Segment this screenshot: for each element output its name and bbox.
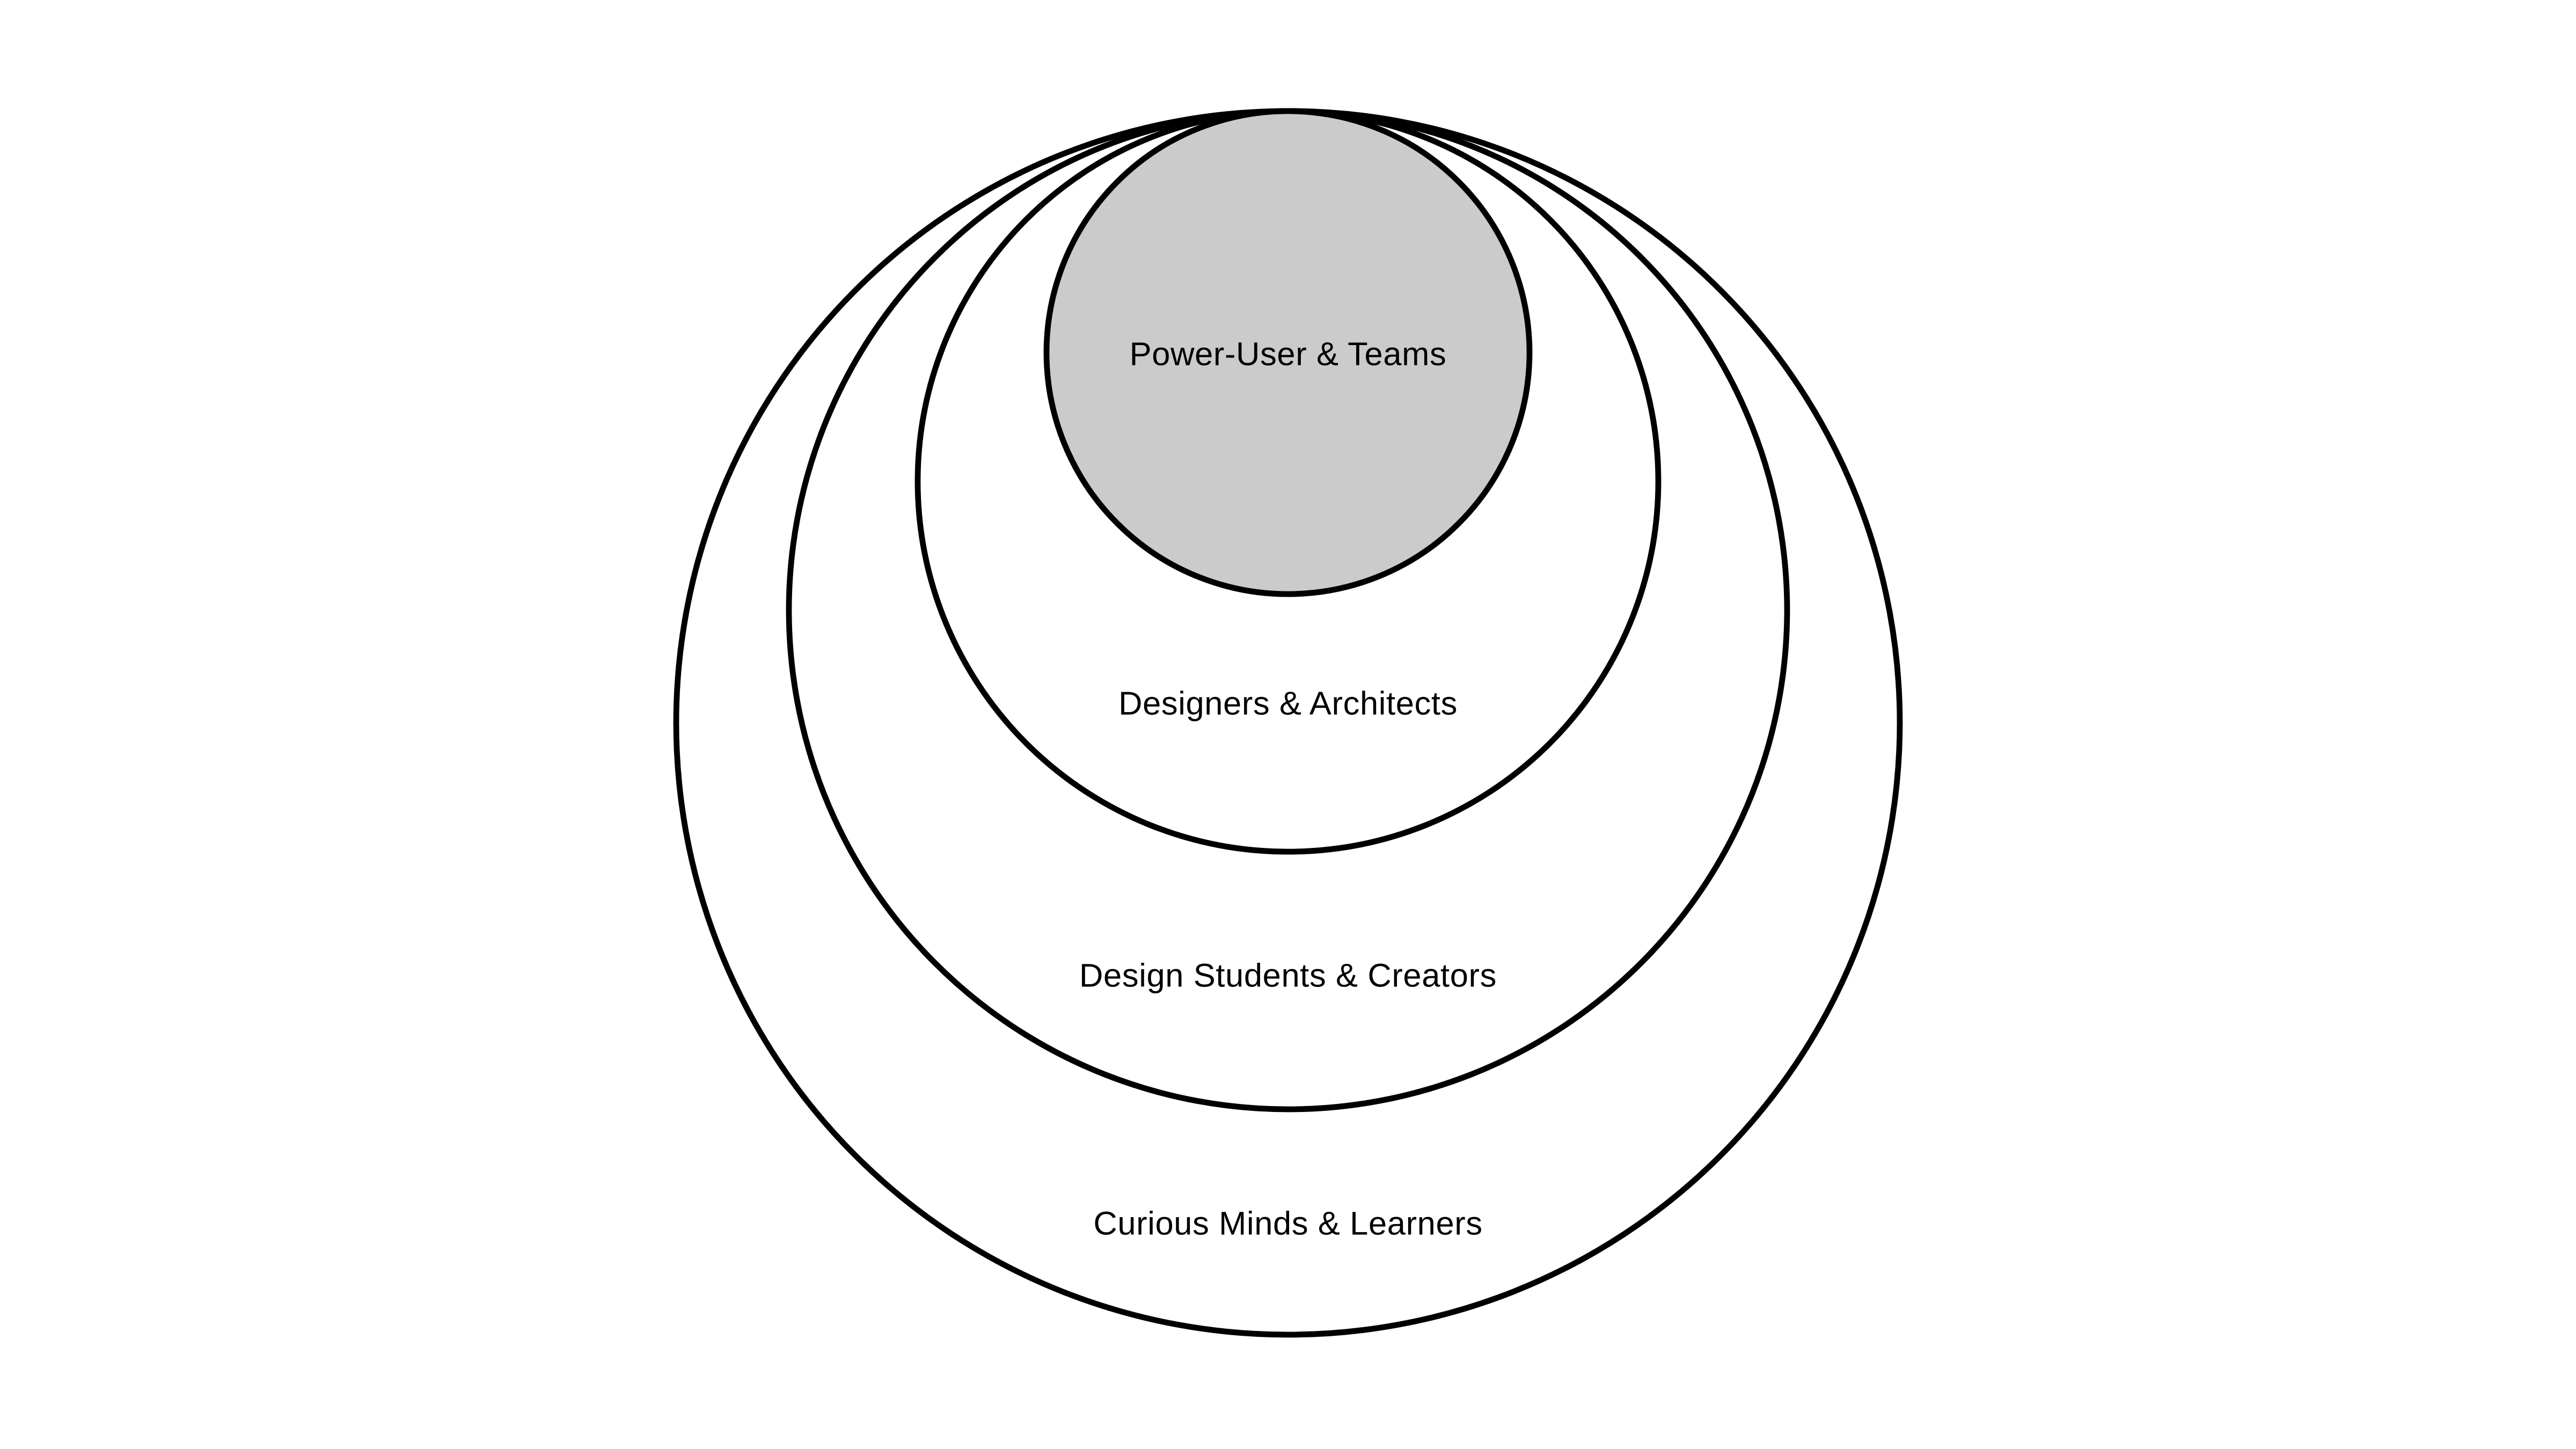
level-label-power-users: Power-User & Teams bbox=[1130, 336, 1447, 373]
level-label-curious-minds: Curious Minds & Learners bbox=[1093, 1205, 1482, 1242]
level-label-design-students: Design Students & Creators bbox=[1079, 957, 1497, 994]
level-circle-power-users bbox=[1043, 108, 1533, 597]
level-label-designers-architects: Designers & Architects bbox=[1118, 685, 1458, 722]
